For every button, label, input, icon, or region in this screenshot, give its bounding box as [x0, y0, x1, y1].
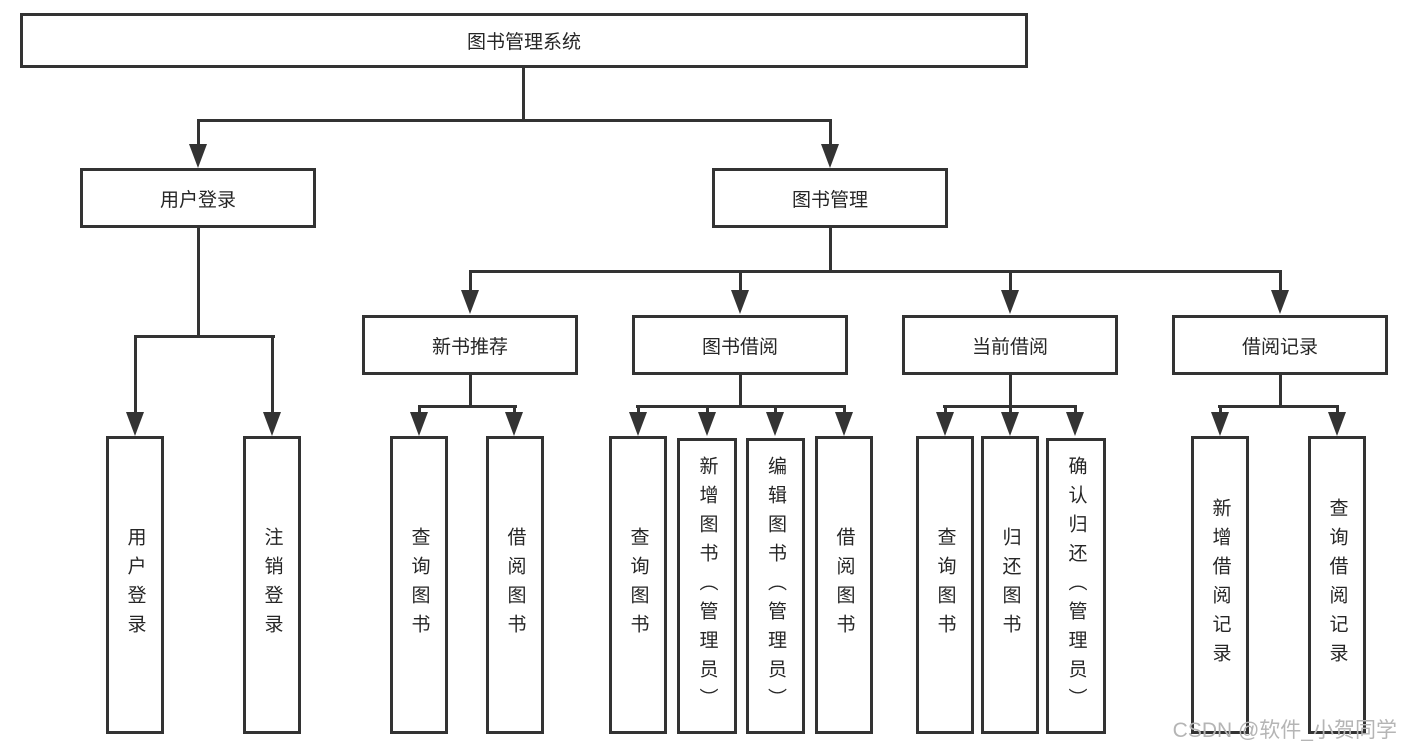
connector-line [774, 405, 777, 417]
node-return-books: 归还图书 [981, 436, 1039, 734]
node-add-borrow-record: 新增借阅记录 [1191, 436, 1249, 734]
node-current-borrowing: 当前借阅 [902, 315, 1118, 375]
node-confirm-return-admin: 确认归还（管理员） [1046, 438, 1106, 734]
connector-line [636, 405, 846, 408]
connector-line [271, 335, 274, 415]
connector-line [1009, 270, 1012, 294]
node-root: 图书管理系统 [20, 13, 1028, 68]
node-add-book-admin: 新增图书（管理员） [677, 438, 737, 734]
arrow-down-icon [1271, 290, 1289, 314]
node-label: 查询图书 [627, 527, 649, 643]
node-label: 新书推荐 [431, 336, 508, 358]
connector-line [739, 375, 742, 408]
arrow-down-icon [1001, 412, 1019, 436]
arrow-down-icon [629, 412, 647, 436]
node-label: 当前借阅 [971, 336, 1048, 358]
connector-line [1009, 375, 1012, 408]
node-login: 用户登录 [106, 436, 164, 734]
connector-line [843, 405, 846, 417]
connector-line [197, 228, 200, 338]
connector-line [469, 270, 472, 294]
node-query-books-3: 查询图书 [916, 436, 974, 734]
node-query-borrow-record: 查询借阅记录 [1308, 436, 1366, 734]
arrow-down-icon [936, 412, 954, 436]
node-label: 借阅图书 [504, 527, 526, 643]
arrow-down-icon [766, 412, 784, 436]
arrow-down-icon [126, 412, 144, 436]
node-label: 查询图书 [408, 527, 430, 643]
connector-line [1336, 405, 1339, 417]
node-book-borrowing: 图书借阅 [632, 315, 848, 375]
arrow-down-icon [821, 144, 839, 168]
connector-line [1074, 405, 1077, 417]
connector-line [1279, 270, 1282, 294]
arrow-down-icon [263, 412, 281, 436]
node-user-login: 用户登录 [80, 168, 316, 228]
node-label: 借阅记录 [1241, 336, 1318, 358]
connector-line [522, 68, 525, 121]
arrow-down-icon [835, 412, 853, 436]
arrow-down-icon [1001, 290, 1019, 314]
watermark: CSDN @软件_小贺同学 [1172, 719, 1397, 742]
arrow-down-icon [698, 412, 716, 436]
node-borrow-books-2: 借阅图书 [815, 436, 873, 734]
node-label: 图书管理 [791, 189, 868, 211]
connector-line [134, 335, 137, 415]
connector-line [469, 375, 472, 408]
arrow-down-icon [410, 412, 428, 436]
node-label: 注销登录 [261, 527, 283, 643]
node-new-book-recommendation: 新书推荐 [362, 315, 578, 375]
connector-line [197, 119, 832, 122]
connector-line [418, 405, 517, 408]
connector-line [134, 335, 275, 338]
node-label: 新增图书（管理员） [696, 455, 718, 717]
node-label: 查询借阅记录 [1326, 498, 1348, 672]
node-logout: 注销登录 [243, 436, 301, 734]
connector-line [829, 119, 832, 147]
arrow-down-icon [731, 290, 749, 314]
connector-line [513, 405, 516, 417]
node-query-books-2: 查询图书 [609, 436, 667, 734]
node-label: 借阅图书 [833, 527, 855, 643]
connector-line [1219, 405, 1222, 417]
node-label: 图书借阅 [701, 336, 778, 358]
connector-line [197, 119, 200, 147]
arrow-down-icon [461, 290, 479, 314]
node-query-books-1: 查询图书 [390, 436, 448, 734]
node-borrowing-records: 借阅记录 [1172, 315, 1388, 375]
connector-line [829, 228, 832, 272]
node-label: 查询图书 [934, 527, 956, 643]
node-label: 用户登录 [124, 527, 146, 643]
node-label: 编辑图书（管理员） [765, 455, 786, 717]
connector-line [706, 405, 709, 417]
arrow-down-icon [1211, 412, 1229, 436]
node-edit-book-admin: 编辑图书（管理员） [746, 438, 805, 734]
arrow-down-icon [1066, 412, 1084, 436]
arrow-down-icon [189, 144, 207, 168]
connector-line [637, 405, 640, 417]
node-label: 确认归还（管理员） [1065, 455, 1087, 717]
connector-line [944, 405, 947, 417]
arrow-down-icon [1328, 412, 1346, 436]
node-label: 新增借阅记录 [1209, 498, 1231, 672]
node-label: 归还图书 [999, 527, 1021, 643]
connector-line [469, 270, 1282, 273]
connector-line [1009, 405, 1012, 417]
node-label: 用户登录 [159, 189, 236, 211]
node-root-label: 图书管理系统 [466, 32, 581, 53]
node-borrow-books-1: 借阅图书 [486, 436, 544, 734]
connector-line [418, 405, 421, 417]
connector-line [739, 270, 742, 294]
connector-line [1218, 405, 1339, 408]
node-book-management: 图书管理 [712, 168, 948, 228]
connector-line [1279, 375, 1282, 408]
arrow-down-icon [505, 412, 523, 436]
